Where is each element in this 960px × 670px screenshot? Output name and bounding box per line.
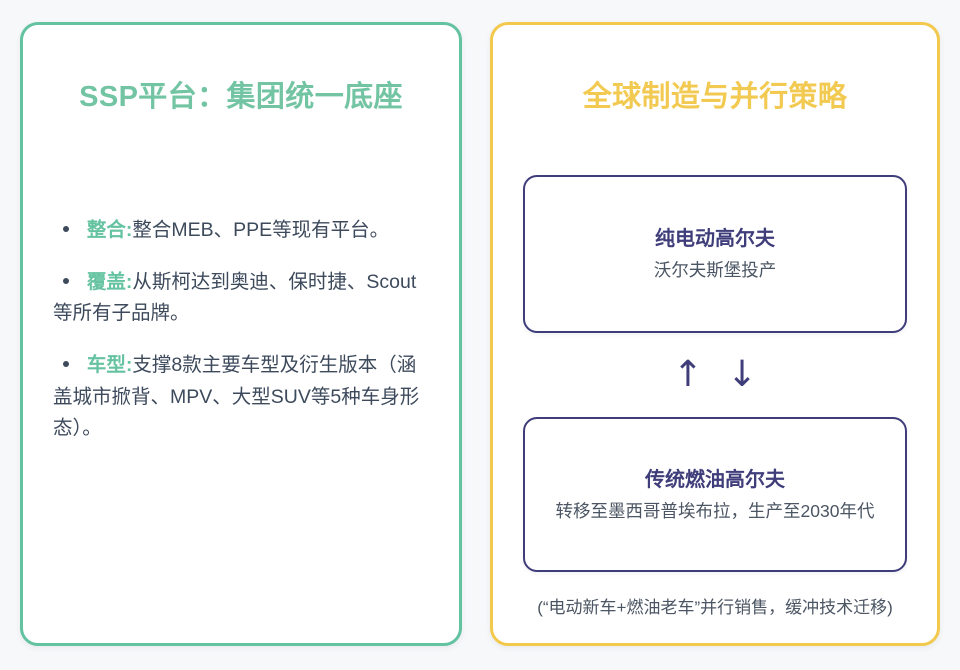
flow-node-electric-golf: 纯电动高尔夫 沃尔夫斯堡投产 [523,175,907,334]
ssp-platform-card: SSP平台：集团统一底座 整合:整合MEB、PPE等现有平台。 覆盖:从斯柯达到… [20,22,462,646]
flow-connector: ↑ ↓ [673,333,757,417]
bullet-text: 从斯柯达到奥迪、保时捷、Scout等所有子品牌。 [53,270,417,325]
flow-node-title: 纯电动高尔夫 [655,228,775,251]
bullet-text: 整合MEB、PPE等现有平台。 [132,219,390,242]
bullet-label: 整合: [86,219,133,242]
flow-node-subtitle: 转移至墨西哥普埃布拉，生产至2030年代 [555,500,875,521]
list-item: 整合:整合MEB、PPE等现有平台。 [53,215,431,247]
left-card-title: SSP平台：集团统一底座 [79,81,403,113]
list-item: 车型:支撑8款主要车型及衍生版本（涵盖城市掀背、MPV、大型SUV等5种车身形态… [53,350,431,445]
bullet-dot-icon [62,226,69,233]
right-card-title: 全球制造与并行策略 [582,81,848,113]
manufacturing-flow: 纯电动高尔夫 沃尔夫斯堡投产 ↑ ↓ 传统燃油高尔夫 转移至墨西哥普埃布拉，生产… [493,175,937,573]
flow-footnote: (“电动新车+燃油老车”并行销售，缓冲技术迁移) [537,598,893,618]
bullet-label: 车型: [86,354,133,377]
arrow-up-icon: ↑ [672,354,703,396]
flow-node-subtitle: 沃尔夫斯堡投产 [653,260,777,281]
arrow-down-icon: ↓ [727,354,758,396]
flow-node-combustion-golf: 传统燃油高尔夫 转移至墨西哥普埃布拉，生产至2030年代 [523,417,907,573]
global-manufacturing-card: 全球制造与并行策略 纯电动高尔夫 沃尔夫斯堡投产 ↑ ↓ 传统燃油高尔夫 转移至… [490,22,940,646]
list-item: 覆盖:从斯柯达到奥迪、保时捷、Scout等所有子品牌。 [53,267,431,330]
flow-node-title: 传统燃油高尔夫 [645,468,785,491]
ssp-feature-list: 整合:整合MEB、PPE等现有平台。 覆盖:从斯柯达到奥迪、保时捷、Scout等… [23,215,459,444]
bullet-text: 支撑8款主要车型及衍生版本（涵盖城市掀背、MPV、大型SUV等5种车身形态）。 [53,354,420,440]
bullet-dot-icon [62,277,69,284]
bullet-dot-icon [62,360,69,367]
bullet-label: 覆盖: [86,270,133,293]
